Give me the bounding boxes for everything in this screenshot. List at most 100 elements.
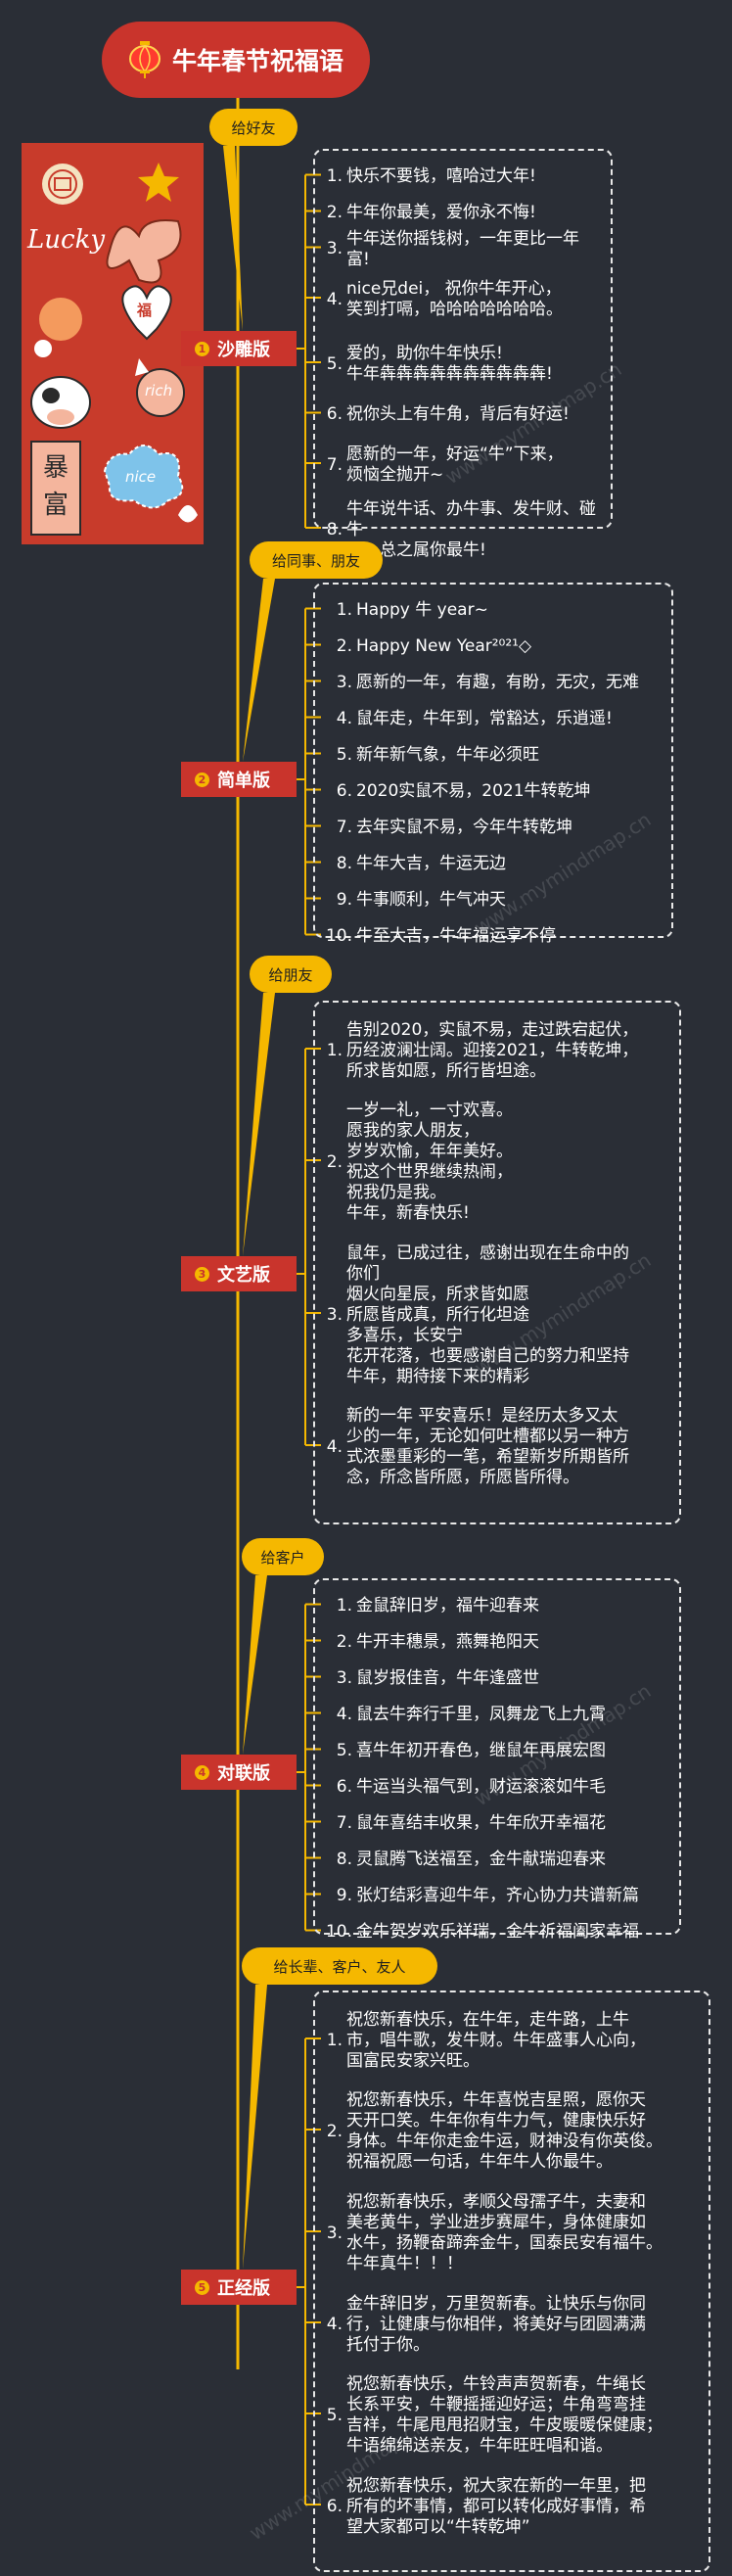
wish-item[interactable]: 6.祝你头上有牛角，背后有好运! (315, 397, 601, 433)
wish-number: 3. (326, 1304, 343, 1325)
wish-item[interactable]: 2.牛年你最美，爱你永不悔! (315, 195, 601, 231)
wish-text: 爱的，助你牛年快乐! 牛年犇犇犇犇犇犇犇犇犇犇! (346, 344, 553, 384)
wish-item[interactable]: 4.金牛辞旧岁，万里贺新春。让快乐与你同 行，让健康与你相伴，将美好与团圆满满 … (315, 2284, 699, 2365)
wish-item[interactable]: 2.祝您新春快乐，牛年喜悦吉星照，愿你天 天开口笑。牛年你有牛力气，健康快乐好 … (315, 2081, 699, 2182)
wish-item[interactable]: 1.告别2020，实鼠不易，走过跌宕起伏， 历经波澜壮阔。迎接2021，牛转乾坤… (315, 1010, 669, 1091)
wishes-list-box: 1.告别2020，实鼠不易，走过跌宕起伏， 历经波澜壮阔。迎接2021，牛转乾坤… (313, 1001, 681, 1524)
wish-number: 2. (326, 203, 343, 222)
wish-number: 2. (336, 1632, 352, 1652)
wish-text: 金牛辞旧岁，万里贺新春。让快乐与你同 行，让健康与你相伴，将美好与团圆满满 托付… (346, 2293, 646, 2355)
wish-item[interactable]: 4.新的一年 平安喜乐！是经历太多又太 少的一年，无论如何吐槽都以另一种方 式浓… (315, 1396, 669, 1498)
wish-item[interactable]: 3.愿新的一年，有趣，有盼，无灾，无难 (315, 665, 662, 701)
wish-text: 鼠年走，牛年到，常豁达，乐逍遥! (356, 709, 613, 728)
wish-item[interactable]: 4.鼠年走，牛年到，常豁达，乐逍遥! (315, 701, 662, 737)
root-title-text: 牛年春节祝福语 (172, 47, 344, 75)
wish-item[interactable]: 1.金鼠辞旧岁，福牛迎春来 (315, 1588, 669, 1624)
wish-number: 6. (326, 404, 343, 424)
wish-text: 祝你头上有牛角，背后有好运! (346, 404, 570, 424)
wish-number: 9. (336, 1886, 352, 1905)
wish-text: 告别2020，实鼠不易，走过跌宕起伏， 历经波澜壮阔。迎接2021，牛转乾坤， … (346, 1019, 639, 1081)
wish-item[interactable]: 3.祝您新春快乐，孝顺父母孺子牛，夫妻和 美老黄牛，学业进步赛犀牛，身体健康如 … (315, 2182, 699, 2284)
wish-item[interactable]: 8.灵鼠腾飞送福至，金牛献瑞迎春来 (315, 1842, 669, 1878)
wish-number: 8. (326, 519, 343, 539)
wish-item[interactable]: 3.鼠年，已成过往，感谢出现在生命中的 你们 烟火向星辰，所求皆如愿 所愿皆成真… (315, 1234, 669, 1396)
wish-text: 快乐不要钱，嘻哈过大年! (346, 166, 536, 186)
lucky-sticker-text: Lucky (27, 225, 106, 255)
wish-text: 牛运当头福气到，财运滚滚如牛毛 (356, 1777, 606, 1797)
wish-number: 9. (336, 890, 352, 910)
audience-tag[interactable]: 给朋友 (250, 956, 332, 993)
wish-text: 金牛贺岁欢乐祥瑞，金牛祈福阖家幸福 (356, 1922, 639, 1942)
audience-tag[interactable]: 给长辈、客户、友人 (242, 1947, 437, 1985)
wish-item[interactable]: 5.祝您新春快乐，牛铃声声贺新春，牛绳长 长系平安，牛鞭摇摇迎好运；牛角弯弯挂 … (315, 2365, 699, 2466)
wish-item[interactable]: 1.Happy 牛 year~ (315, 592, 662, 629)
wish-item[interactable]: 2.Happy New Year²⁰²¹◇ (315, 629, 662, 665)
wish-item[interactable]: 5.新年新气象，牛年必须旺 (315, 737, 662, 773)
wish-text: 张灯结彩喜迎牛年，齐心协力共谱新篇 (356, 1886, 639, 1905)
wishes-list-box: 1.快乐不要钱，嘻哈过大年!2.牛年你最美，爱你永不悔!3.牛年送你摇钱树，一年… (313, 149, 613, 560)
section-number-badge: 3 (195, 1266, 209, 1282)
wish-text: 愿新的一年，好运“牛”下来， 烦恼全抛开~ (346, 445, 564, 485)
wish-number: 2. (336, 636, 352, 656)
wish-text: 祝您新春快乐，牛铃声声贺新春，牛绳长 长系平安，牛鞭摇摇迎好运；牛角弯弯挂 吉祥… (346, 2374, 663, 2456)
wish-number: 7. (336, 818, 352, 837)
wish-item[interactable]: 2.牛开丰穗景，燕舞艳阳天 (315, 1624, 669, 1661)
section-label: 正经版 (217, 2278, 270, 2299)
wish-number: 4. (326, 1436, 343, 1457)
wish-item[interactable]: 6.祝您新春快乐，祝大家在新的一年里，把 所有的坏事情，都可以转化成好事情，希 … (315, 2466, 699, 2547)
wish-number: 1. (326, 1040, 343, 1060)
wish-number: 5. (336, 745, 352, 765)
wish-text: 金鼠辞旧岁，福牛迎春来 (356, 1596, 539, 1616)
wish-text: 喜牛年初开春色，继鼠年再展宏图 (356, 1741, 606, 1760)
wish-item[interactable]: 5.喜牛年初开春色，继鼠年再展宏图 (315, 1733, 669, 1769)
wish-item[interactable]: 7.去年实鼠不易，今年牛转乾坤 (315, 810, 662, 846)
wish-item[interactable]: 5.爱的，助你牛年快乐! 牛年犇犇犇犇犇犇犇犇犇犇! (315, 332, 601, 397)
root-title-node[interactable]: 牛年春节祝福语 (102, 22, 370, 98)
wish-text: 鼠年喜结丰收果，牛年欣开幸福花 (356, 1813, 606, 1833)
wish-number: 2. (326, 2121, 343, 2141)
wish-number: 4. (336, 1705, 352, 1724)
audience-tag[interactable]: 给客户 (242, 1538, 324, 1575)
wish-text: Happy New Year²⁰²¹◇ (356, 636, 532, 656)
section-number-badge: 4 (195, 1764, 209, 1780)
wish-item[interactable]: 4.nice兄dei， 祝你牛年开心， 笑到打嗝，哈哈哈哈哈哈哈。 (315, 267, 601, 332)
wish-number: 1. (326, 2030, 343, 2050)
wish-item[interactable]: 4.鼠去牛奔行千里，凤舞龙飞上九霄 (315, 1697, 669, 1733)
wish-item[interactable]: 7.愿新的一年，好运“牛”下来， 烦恼全抛开~ (315, 433, 601, 497)
wish-item[interactable]: 3.牛年送你摇钱树，一年更比一年富! (315, 229, 601, 269)
wish-item[interactable]: 9.牛事顺利，牛气冲天 (315, 882, 662, 918)
wish-number: 4. (336, 709, 352, 728)
wish-item[interactable]: 7.鼠年喜结丰收果，牛年欣开幸福花 (315, 1805, 669, 1842)
audience-tag[interactable]: 给同事、朋友 (250, 541, 383, 579)
wish-item[interactable]: 6.2020实鼠不易，2021牛转乾坤 (315, 773, 662, 810)
wish-item[interactable]: 6.牛运当头福气到，财运滚滚如牛毛 (315, 1769, 669, 1805)
audience-connector (243, 993, 275, 1256)
seal-sticker-text: 暴富 (42, 453, 69, 520)
wish-item[interactable]: 9.张灯结彩喜迎牛年，齐心协力共谱新篇 (315, 1878, 669, 1914)
wish-item[interactable]: 2.一岁一礼，一寸欢喜。 愿我的家人朋友， 岁岁欢愉，年年美好。 祝这个世界继续… (315, 1091, 669, 1234)
audience-connector (243, 1985, 267, 2270)
audience-connector (243, 579, 275, 762)
wish-item[interactable]: 10.金牛贺岁欢乐祥瑞，金牛祈福阖家幸福 (315, 1914, 669, 1950)
wish-text: 新的一年 平安喜乐！是经历太多又太 少的一年，无论如何吐槽都以另一种方 式浓墨重… (346, 1406, 629, 1487)
wish-item[interactable]: 10.牛至大吉，牛年福运享不停 (315, 918, 662, 955)
audience-tag[interactable]: 给好友 (209, 109, 297, 146)
wish-number: 1. (326, 166, 343, 186)
wish-text: 灵鼠腾飞送福至，金牛献瑞迎春来 (356, 1850, 606, 1869)
wish-item[interactable]: 8.牛年大吉，牛运无边 (315, 846, 662, 882)
wish-item[interactable]: 1.祝您新春快乐，在牛年，走牛路，上牛 市，唱牛歌，发牛财。牛年盛事人心向， 国… (315, 2000, 699, 2081)
wish-text: 牛至大吉，牛年福运享不停 (356, 926, 556, 946)
wish-text: 牛开丰穗景，燕舞艳阳天 (356, 1632, 539, 1652)
wish-text: 鼠去牛奔行千里，凤舞龙飞上九霄 (356, 1705, 606, 1724)
wish-item[interactable]: 3.鼠岁报佳音，牛年逢盛世 (315, 1661, 669, 1697)
wish-item[interactable]: 1.快乐不要钱，嘻哈过大年! (315, 159, 601, 195)
wish-number: 3. (336, 1668, 352, 1688)
wish-item[interactable]: 8.牛年说牛话、办牛事、发牛财、碰牛 运，总之属你最牛! (315, 497, 601, 562)
wish-text: 祝您新春快乐，在牛年，走牛路，上牛 市，唱牛歌，发牛财。牛年盛事人心向， 国富民… (346, 2009, 646, 2071)
